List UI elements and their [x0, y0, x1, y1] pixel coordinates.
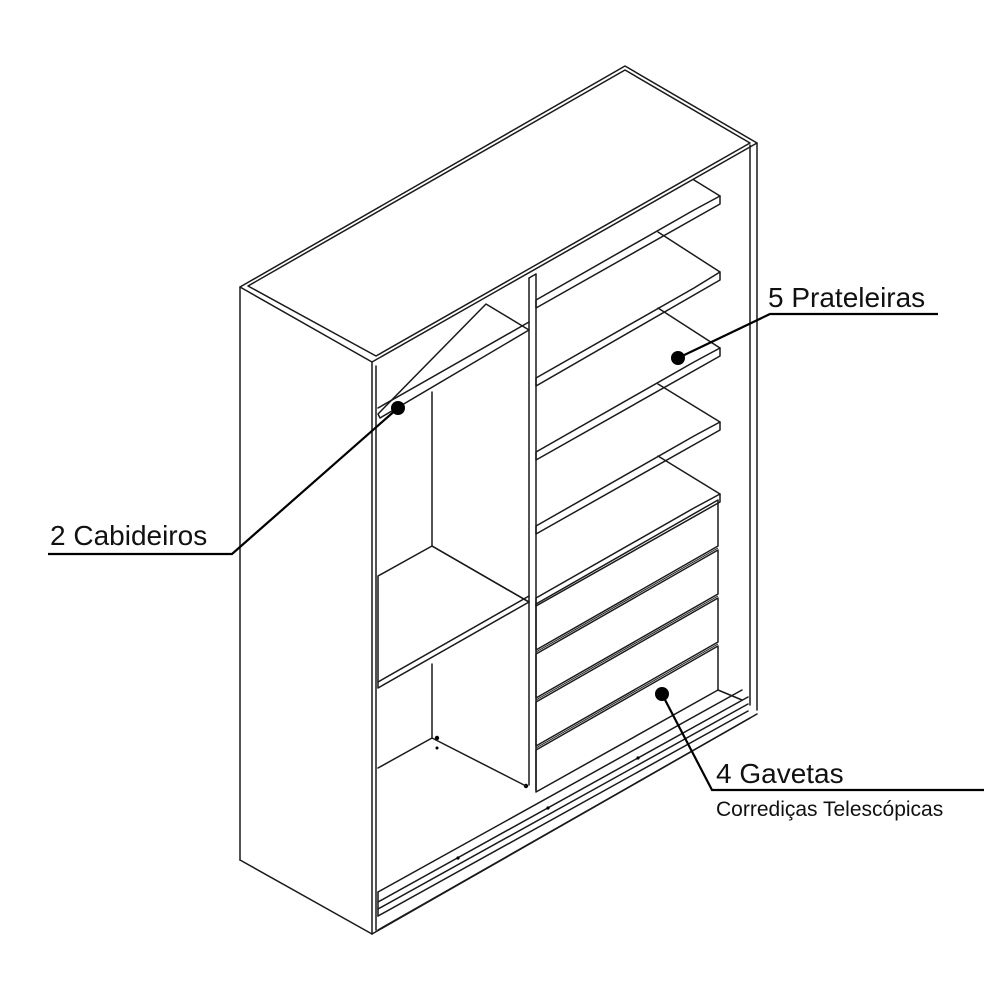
cabinet-outline: [239, 65, 758, 935]
drawers: [535, 499, 743, 793]
left-compartment: [377, 303, 530, 787]
central-divider: [434, 273, 537, 791]
drawers-sublabel: Corrediças Telescópicas: [716, 798, 944, 821]
bottom-rails: [377, 689, 749, 917]
drawers-label: 4 Gavetas: [716, 758, 844, 789]
leader-hangers: [48, 401, 405, 556]
right-shelves: [535, 179, 721, 607]
hangers-label: 2 Cabideiros: [50, 520, 208, 551]
leader-shelves: [671, 312, 938, 365]
leader-drawers: [655, 687, 984, 792]
shelves-label: 5 Prateleiras: [768, 282, 926, 313]
